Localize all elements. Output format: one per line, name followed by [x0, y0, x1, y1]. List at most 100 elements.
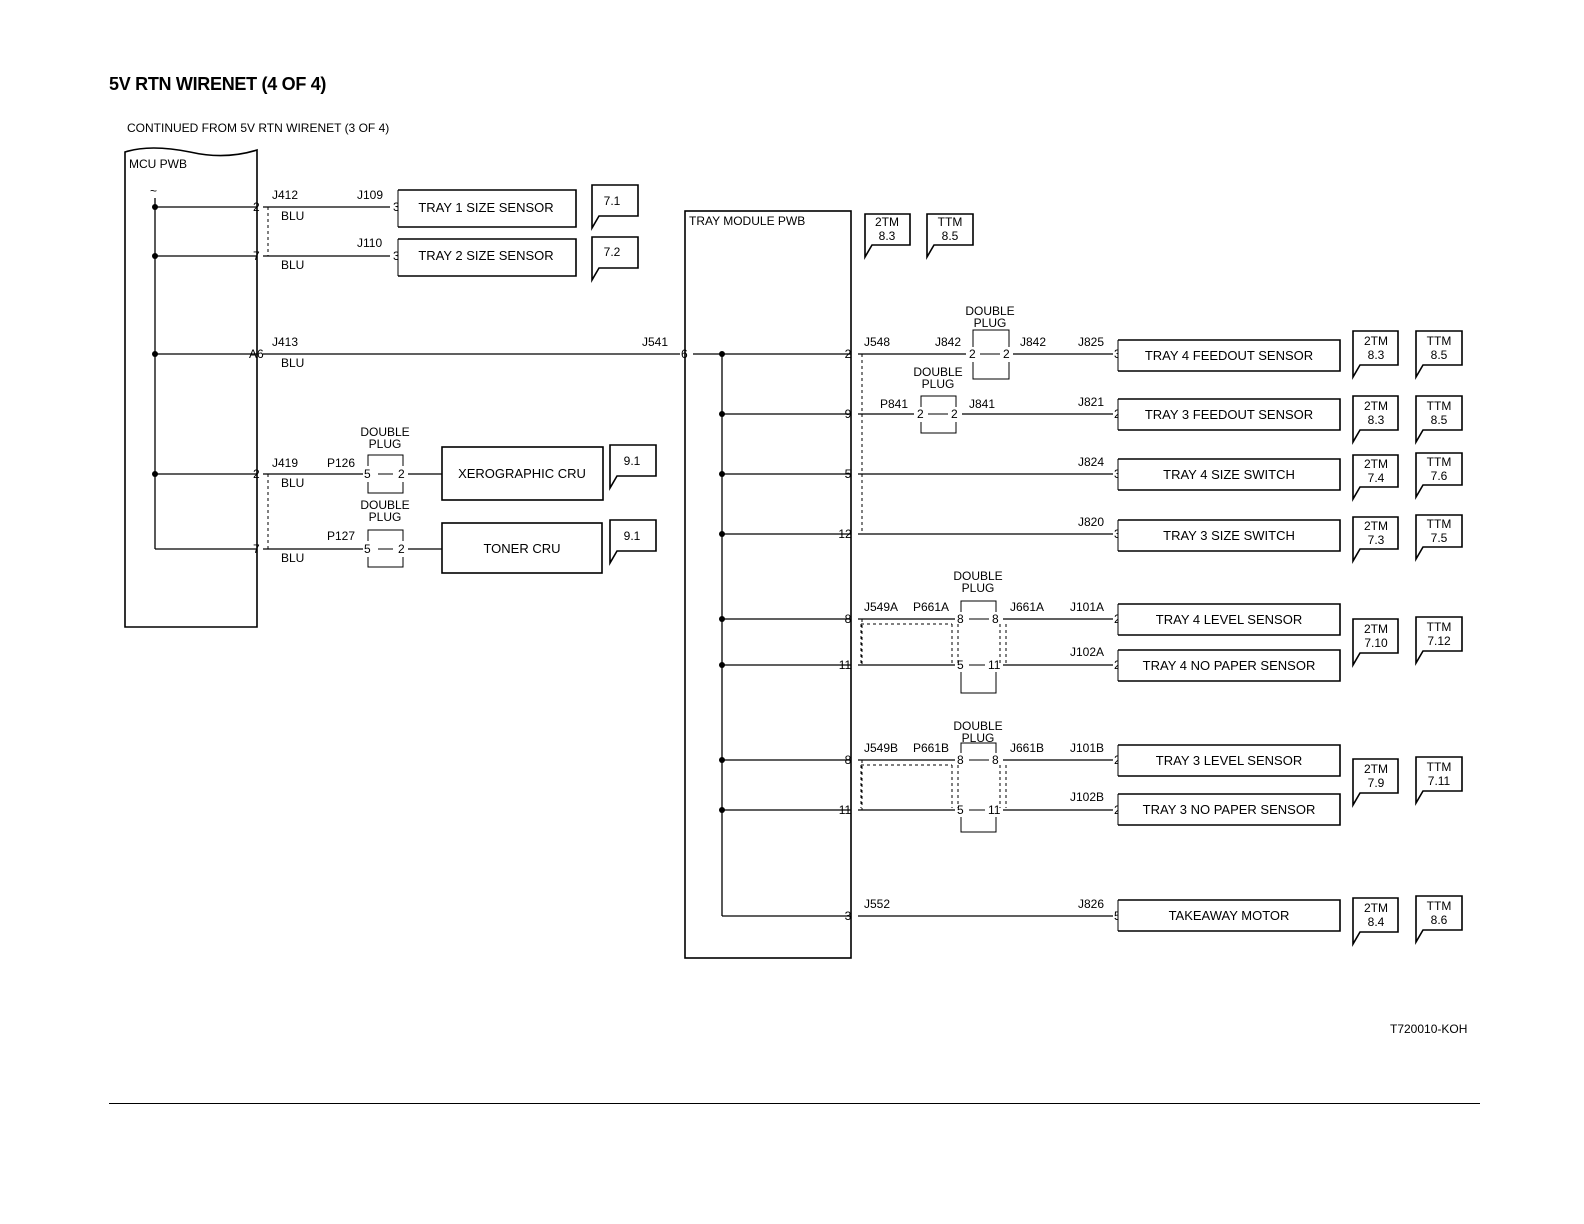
wire-color-label: BLU: [281, 209, 304, 223]
ref-label: TTM: [1427, 399, 1452, 413]
pin-label: 8: [845, 753, 852, 767]
mcu-pin: 2: [253, 467, 260, 481]
plug-label: P841: [880, 397, 908, 411]
device-label: TRAY 3 NO PAPER SENSOR: [1143, 802, 1316, 817]
ref-label: 9.1: [624, 454, 641, 468]
ref-callouts-right: 2TM 8.3 TTM 8.5 2TM 8.3 TTM 8.5 2TM 7.4 …: [1352, 330, 1463, 947]
connector-label: J549B: [864, 741, 898, 755]
connector-label: J841: [969, 397, 995, 411]
tray4-no-paper-sensor: TRAY 4 NO PAPER SENSOR: [1117, 649, 1341, 682]
mcu-label: MCU PWB: [129, 157, 187, 171]
ref-callout: [864, 213, 911, 260]
mcu-pin: 2: [253, 200, 260, 214]
connector-label: J661A: [1010, 600, 1044, 614]
ref-label: TTM: [1427, 899, 1452, 913]
ref-label: TTM: [1427, 455, 1452, 469]
double-plug-label: PLUG: [369, 510, 402, 524]
ref-callout: [609, 519, 657, 566]
ref-label: 7.9: [1368, 776, 1385, 790]
pin-label: 5: [957, 803, 964, 817]
pin-label: 3: [393, 249, 400, 263]
tray3-level-sensor: TRAY 3 LEVEL SENSOR: [1117, 744, 1341, 777]
double-plug-label: DOUBLE: [360, 425, 409, 439]
ref-label: 2TM: [875, 215, 899, 229]
double-plug-label: DOUBLE: [965, 304, 1014, 318]
connector-label: J102A: [1070, 645, 1104, 659]
ref-label: 8.3: [1368, 348, 1385, 362]
connector-label: J661B: [1010, 741, 1044, 755]
connector-label: J821: [1078, 395, 1104, 409]
pin-label: 5: [364, 542, 371, 556]
pin-label: 3: [393, 200, 400, 214]
ref-label: 8.5: [1431, 348, 1448, 362]
double-plug-label: DOUBLE: [360, 498, 409, 512]
pin-label: 2: [951, 407, 958, 421]
device-label: TRAY 3 FEEDOUT SENSOR: [1145, 407, 1313, 422]
ref-callout: [609, 444, 657, 491]
pin-label: 5: [957, 658, 964, 672]
connector-label: J824: [1078, 455, 1104, 469]
pin-label: 5: [364, 467, 371, 481]
device-label: TRAY 1 SIZE SENSOR: [418, 200, 553, 215]
ref-label: 7.6: [1431, 469, 1448, 483]
device-label: XEROGRAPHIC CRU: [458, 466, 586, 481]
toner-cru: TONER CRU: [441, 522, 603, 574]
ref-label: 2TM: [1364, 457, 1388, 471]
ref-callout: [926, 213, 974, 260]
ref-label: TTM: [1427, 620, 1452, 634]
pin-label: 11: [839, 658, 852, 672]
connector-label: J820: [1078, 515, 1104, 529]
ref-label: 7.12: [1427, 634, 1451, 648]
mcu-pin: 7: [253, 542, 260, 556]
tray1-size-sensor: TRAY 1 SIZE SENSOR: [397, 189, 577, 228]
tray2-size-sensor: TRAY 2 SIZE SENSOR: [397, 238, 577, 277]
ref-label: 8.4: [1368, 915, 1385, 929]
ref-label: 7.4: [1368, 471, 1385, 485]
wire-color-label: BLU: [281, 476, 304, 490]
connector-label: J110: [357, 236, 382, 250]
continued-from-note: CONTINUED FROM 5V RTN WIRENET (3 OF 4): [127, 121, 390, 135]
ref-label: 2TM: [1364, 519, 1388, 533]
ref-label: 8.5: [1431, 413, 1448, 427]
plug-label: P661B: [913, 741, 949, 755]
ref-label: 8.5: [942, 229, 959, 243]
tray4-size-switch: TRAY 4 SIZE SWITCH: [1117, 458, 1341, 491]
pin-label: 2: [398, 542, 405, 556]
tray3-size-switch: TRAY 3 SIZE SWITCH: [1117, 519, 1341, 552]
ref-label: 7.3: [1368, 533, 1385, 547]
pin-label: 11: [839, 803, 852, 817]
pin-label: 11: [988, 658, 1001, 672]
connector-label: J413: [272, 335, 298, 349]
plug-label: P126: [327, 456, 355, 470]
ref-label: 7.10: [1364, 636, 1388, 650]
tray3-feedout-sensor: TRAY 3 FEEDOUT SENSOR: [1117, 398, 1341, 431]
ground-symbol-icon: ~: [150, 184, 157, 198]
document-id: T720010-KOH: [1390, 1022, 1468, 1036]
connector-label: J412: [272, 188, 298, 202]
tray-module-label: TRAY MODULE PWB: [689, 214, 805, 228]
plug-label: P127: [327, 529, 355, 543]
connector-label: J541: [642, 335, 668, 349]
pin-label: 8: [992, 753, 999, 767]
plug-label: P661A: [913, 600, 949, 614]
connector-label: J101B: [1070, 741, 1104, 755]
pin-label: 8: [845, 612, 852, 626]
ref-label: 8.6: [1431, 913, 1448, 927]
ref-label: 2TM: [1364, 901, 1388, 915]
ref-label: 2TM: [1364, 762, 1388, 776]
ref-label: 7.1: [604, 194, 621, 208]
pin-label: 6: [681, 347, 688, 361]
pin-label: 3: [845, 909, 852, 923]
connector-label: J109: [357, 188, 383, 202]
pin-label: 2: [398, 467, 405, 481]
device-label: TRAY 4 NO PAPER SENSOR: [1143, 658, 1316, 673]
connector-label: J552: [864, 897, 890, 911]
tray3-no-paper-sensor: TRAY 3 NO PAPER SENSOR: [1117, 793, 1341, 826]
takeaway-motor: TAKEAWAY MOTOR: [1117, 899, 1341, 932]
double-plug-label: DOUBLE: [913, 365, 962, 379]
mcu-pin: 7: [253, 249, 260, 263]
double-plug-label: DOUBLE: [953, 569, 1002, 583]
connector-label: J548: [864, 335, 890, 349]
wire-color-label: BLU: [281, 258, 304, 272]
pin-label: 2: [969, 347, 976, 361]
